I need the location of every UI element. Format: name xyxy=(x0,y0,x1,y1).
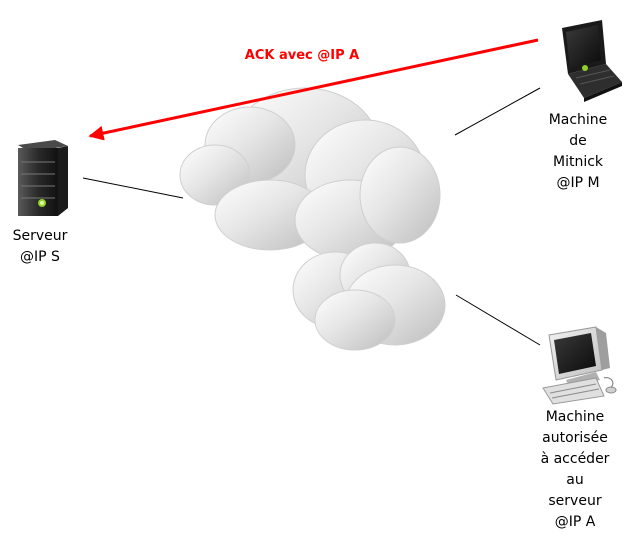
authorized-label-line: serveur xyxy=(548,493,602,509)
link-authorized-cloud xyxy=(455,294,541,346)
authorized-label-line: à accéder xyxy=(540,451,610,467)
server-icon xyxy=(18,140,68,216)
mitnick-machine-label: Machine de Mitnick @IP M xyxy=(528,110,628,194)
server-label-line: @IP S xyxy=(20,249,60,265)
ack-arrow xyxy=(88,38,539,141)
authorized-label-line: autorisée xyxy=(542,430,608,446)
mitnick-label-line: Mitnick xyxy=(552,154,604,170)
network-cloud xyxy=(179,87,446,351)
arrow-label: ACK avec @IP A xyxy=(244,48,360,63)
mitnick-label-line: @IP M xyxy=(556,175,600,191)
mitnick-label-line: de xyxy=(569,133,587,149)
server-label-line: Serveur xyxy=(12,228,68,244)
authorized-label-line: Machine xyxy=(545,409,605,425)
desktop-computer-icon xyxy=(542,326,617,405)
authorized-label-line: au xyxy=(566,472,584,488)
link-mitnick-cloud xyxy=(454,87,541,136)
authorized-label-line: @IP A xyxy=(554,514,596,530)
link-server-cloud xyxy=(82,177,184,199)
authorized-machine-label: Machine autorisée à accéder au serveur @… xyxy=(525,407,625,533)
mitnick-label-line: Machine xyxy=(548,112,608,128)
laptop-icon xyxy=(562,20,622,102)
server-label: Serveur @IP S xyxy=(0,226,80,268)
